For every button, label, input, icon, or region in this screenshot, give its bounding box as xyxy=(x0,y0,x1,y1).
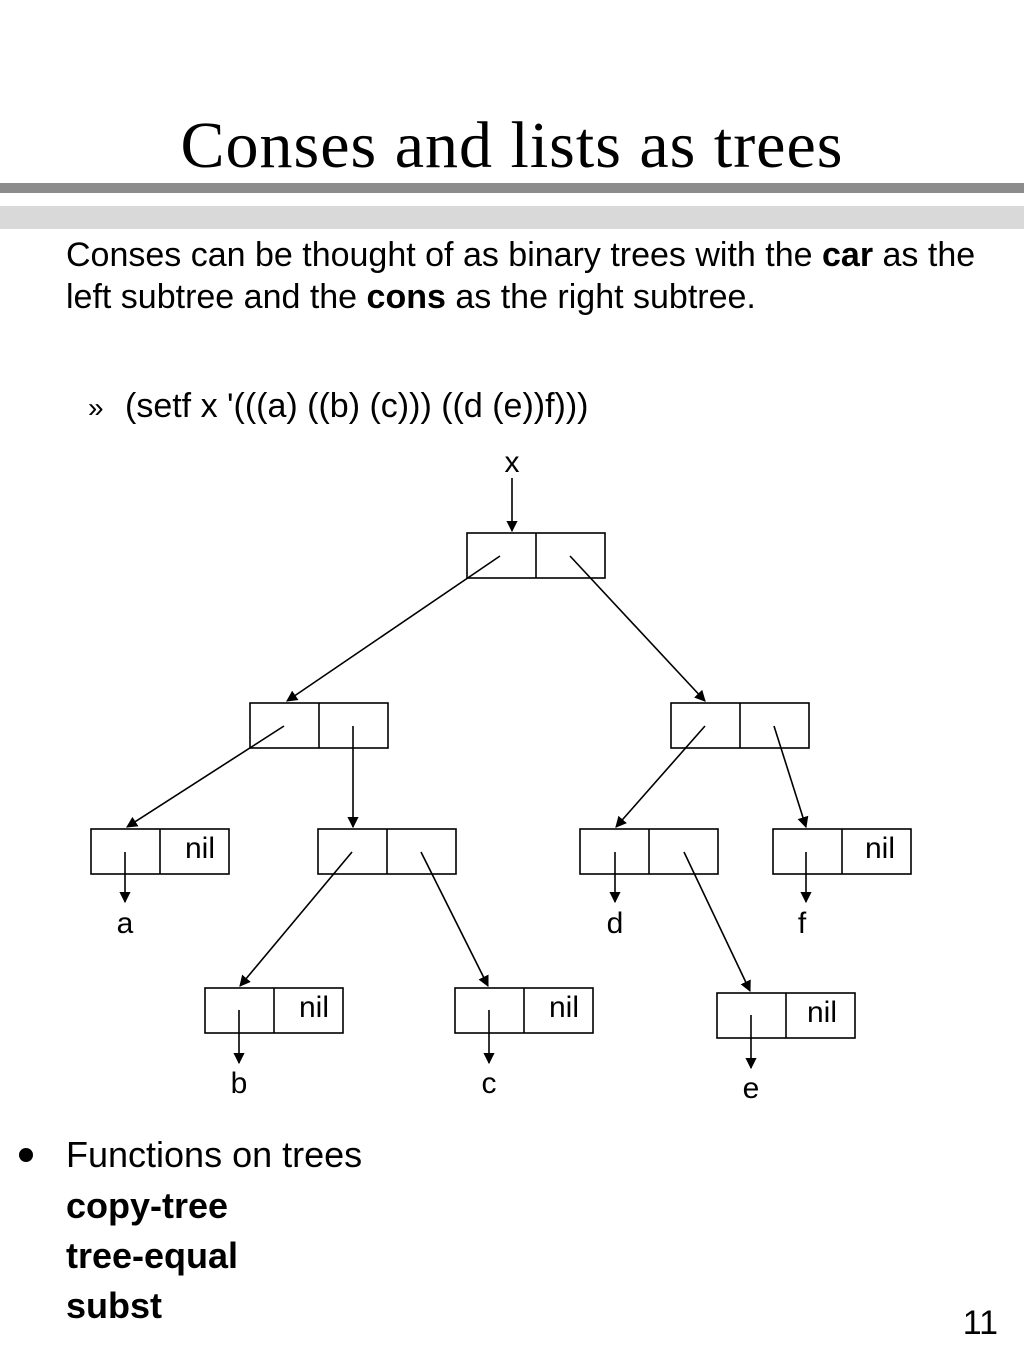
arrow-d-cdr xyxy=(683,851,751,993)
nil-label-f: nil xyxy=(865,832,895,865)
arrow-bc-cdr xyxy=(420,851,489,988)
function-item: copy-tree xyxy=(66,1185,229,1226)
bullet-dot xyxy=(19,1148,33,1162)
leaf-label-c: c xyxy=(482,1067,497,1100)
intro-bold-cons: cons xyxy=(366,278,446,316)
slide-title: Conses and lists as trees xyxy=(180,109,844,182)
leaf-label-f: f xyxy=(798,907,807,940)
leaf-label-d: d xyxy=(607,907,624,940)
function-item: subst xyxy=(66,1285,163,1326)
nil-label-e: nil xyxy=(807,996,837,1029)
sub-bullet-marker: » xyxy=(88,392,104,423)
intro-bold-car: car xyxy=(822,236,874,274)
leaf-label-a: a xyxy=(117,907,134,940)
example-line: » (setf x '(((a) ((b) (c))) ((d (e))f))) xyxy=(88,385,589,429)
arrow-left-car xyxy=(126,725,285,828)
title-divider-dark xyxy=(0,183,1024,193)
leaf-label-b: b xyxy=(231,1067,248,1100)
title-divider-light xyxy=(0,206,1024,229)
page-number: 11 xyxy=(962,1304,998,1342)
arrow-right-cdr xyxy=(773,725,809,829)
intro-text-3: as the right subtree. xyxy=(445,278,756,316)
arrow-right-car xyxy=(615,725,706,828)
arrow-bc-car xyxy=(239,851,353,987)
root-label-x: x xyxy=(505,446,520,479)
arrow-root-cdr xyxy=(569,555,706,702)
nil-label-c: nil xyxy=(549,991,579,1024)
leaf-label-e: e xyxy=(743,1072,760,1105)
example-code: (setf x '(((a) ((b) (c))) ((d (e))f))) xyxy=(125,387,589,425)
function-item: tree-equal xyxy=(66,1235,239,1276)
intro-paragraph: Conses can be thought of as binary trees… xyxy=(66,234,996,318)
cons-tree-diagram: x nil nil nil nil nil a b c d e f xyxy=(90,446,912,1105)
intro-text-1: Conses can be thought of as binary trees… xyxy=(66,236,823,274)
intro-text-2: as the left subtree and the xyxy=(66,236,976,316)
functions-heading: Functions on trees xyxy=(66,1134,363,1175)
nil-label-a: nil xyxy=(185,832,215,865)
arrow-root-car xyxy=(286,555,501,702)
nil-label-b: nil xyxy=(299,991,329,1024)
